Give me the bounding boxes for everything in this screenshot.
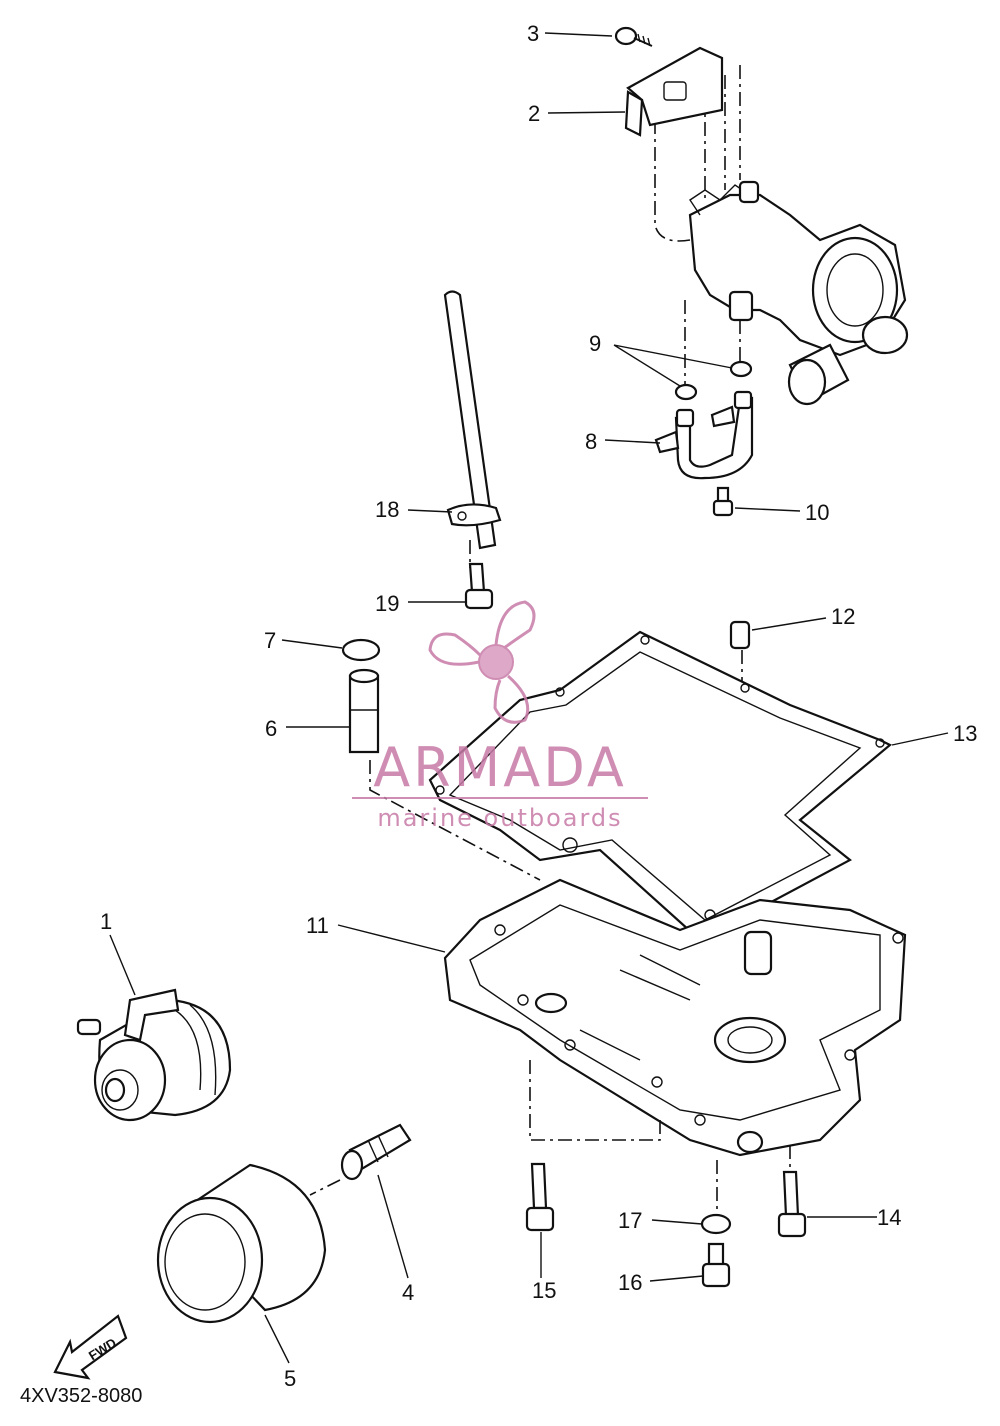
gasket-part-13 (428, 630, 892, 942)
callout-14: 14 (877, 1205, 901, 1230)
bolt-part-14 (777, 1170, 807, 1238)
callout-17: 17 (618, 1208, 642, 1233)
callout-7: 7 (264, 628, 276, 653)
callout-10: 10 (805, 500, 829, 525)
propeller-logo-icon (428, 600, 536, 724)
screw-part-3 (614, 26, 653, 47)
callout-12: 12 (831, 604, 855, 629)
callout-15: 15 (532, 1278, 556, 1303)
callout-labels: 3 2 9 8 10 18 19 7 6 12 13 11 1 14 15 17… (100, 21, 977, 1391)
tube-part-18 (443, 290, 502, 550)
drain-bolt-part-16 (701, 1242, 731, 1288)
dowel-part-12 (729, 620, 751, 650)
fwd-arrow-icon: FWD (53, 1314, 128, 1380)
callout-4: 4 (402, 1280, 414, 1305)
o-ring-part-9a (674, 383, 698, 401)
oil-pump-assembly (654, 65, 909, 406)
bolt-part-15 (525, 1162, 555, 1232)
callout-3: 3 (527, 21, 539, 46)
oil-cooler-part-1 (76, 988, 232, 1122)
callout-6: 6 (265, 716, 277, 741)
oil-pan-part-11 (443, 878, 907, 1157)
watermark-tagline: marine outboards (377, 804, 622, 832)
callout-5: 5 (284, 1366, 296, 1391)
part-code: 4XV352-8080 (20, 1385, 142, 1407)
bolt-part-10 (712, 486, 734, 517)
callout-1: 1 (100, 909, 112, 934)
bolt-part-19 (464, 562, 494, 610)
oil-filter-part-5 (156, 1163, 327, 1324)
callout-11: 11 (306, 913, 329, 938)
callout-19: 19 (375, 591, 399, 616)
washer-part-17 (700, 1213, 732, 1235)
callout-18: 18 (375, 497, 399, 522)
callout-8: 8 (585, 429, 597, 454)
callout-13: 13 (953, 721, 977, 746)
union-bolt-part-4 (340, 1123, 412, 1181)
leader-lines (109, 32, 949, 1364)
bracket-part-2 (624, 46, 724, 137)
callout-16: 16 (618, 1270, 642, 1295)
o-ring-part-7 (341, 638, 381, 662)
callout-9: 9 (589, 331, 601, 356)
callout-2: 2 (528, 101, 540, 126)
collar-part-6 (348, 668, 380, 754)
oil-pipe-part-8 (654, 390, 754, 480)
watermark-brand: ARMADA (373, 736, 627, 799)
armada-watermark: ARMADA marine outboards (352, 600, 648, 832)
o-ring-part-9b (729, 360, 753, 378)
